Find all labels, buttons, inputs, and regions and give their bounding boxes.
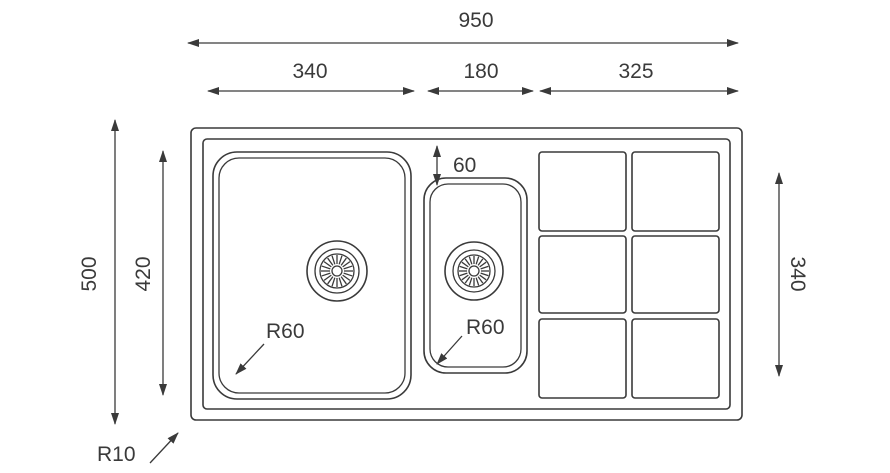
strainer-slot [343,265,353,270]
strainer-slot [331,277,336,287]
drainer-tile [631,318,720,399]
small-bowl-radius-callout: R60 [436,316,505,365]
strainer-slot [464,276,471,284]
strainer-slot [342,261,351,268]
drainer-grid [538,151,720,399]
strainer-slot [480,272,489,277]
drainer-tile [538,318,627,399]
strainer-slot [321,272,331,277]
strainer-slot [461,274,469,281]
overall-width-dimension: 950 [187,9,739,47]
overall-depth-dimension: 500 [78,119,119,425]
strainer-slot [331,255,336,265]
drainer-width-label: 325 [618,60,653,83]
strainer-slot [468,277,473,286]
sink-inner-rim [202,138,731,410]
small-bowl-width-label: 180 [463,60,498,83]
left-bowl-width-dimension: 340 [207,60,415,95]
strainer-slot [327,257,334,266]
strainer-slot [343,272,353,277]
small-bowl-radius-label: R60 [466,316,505,339]
sink-outer-outline [190,127,743,421]
left-bowl-width-label: 340 [292,60,327,83]
left-bowl [212,151,412,400]
strainer-slot [480,265,489,270]
small-bowl-width-dimension: 180 [427,60,534,95]
bowl-depth-dimension: 420 [132,150,167,396]
drainer-tile [538,151,627,232]
corner-radius-callout: R10 [97,432,179,466]
bowl-depth-label: 420 [132,256,155,291]
small-bowl-offset-label: 60 [453,154,476,177]
left-bowl-radius-label: R60 [266,320,305,343]
drainer-depth-dimension: 340 [775,172,809,377]
overall-depth-label: 500 [78,256,101,291]
drainer-tile [538,235,627,314]
strainer-slot [340,257,347,266]
drainer-tile [631,151,720,232]
overall-width-label: 950 [458,9,493,32]
strainer-slot [475,277,480,286]
strainer-slot [323,261,332,268]
strainer-slot [338,255,343,265]
strainer-slot [459,265,468,270]
strainer-slot [338,277,343,287]
strainer-slot [475,256,480,265]
strainer-slot [340,276,347,285]
strainer-slot [464,258,471,266]
strainer-slot [479,274,487,281]
left-bowl-drain [306,240,368,302]
strainer-slot [321,265,331,270]
strainer-slot [477,276,484,284]
left-bowl-radius-callout: R60 [235,320,305,375]
small-bowl [423,177,528,374]
strainer-slot [323,274,332,281]
drainer-tile [631,235,720,314]
strainer-slot [459,272,468,277]
strainer-slot [461,261,469,268]
drainer-width-dimension: 325 [539,60,739,95]
small-bowl-drain [444,241,504,301]
corner-radius-label: R10 [97,443,136,466]
strainer-slot [342,274,351,281]
strainer-slot [477,258,484,266]
small-bowl-offset-dimension: 60 [433,145,476,186]
drainer-depth-label: 340 [786,256,809,291]
strainer-slot [468,256,473,265]
strainer-slot [327,276,334,285]
strainer-slot [479,261,487,268]
